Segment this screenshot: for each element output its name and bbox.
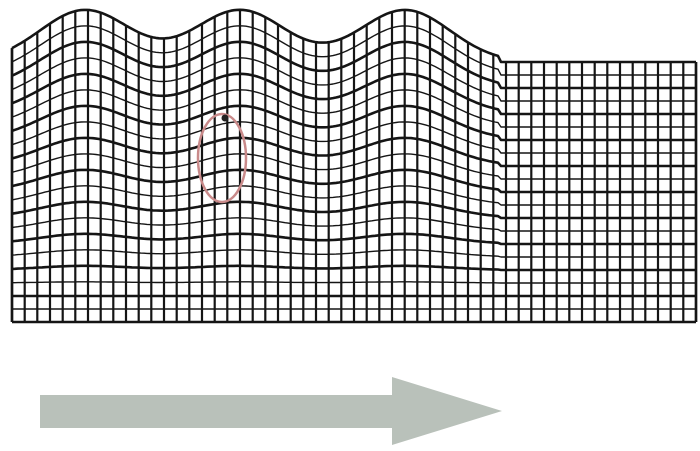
grid-horizontal-line bbox=[11, 104, 696, 142]
grid-horizontal-line bbox=[11, 168, 696, 194]
grid-horizontal-line bbox=[11, 200, 696, 220]
grid-horizontal-line bbox=[11, 264, 696, 272]
grid-horizontal-line bbox=[11, 153, 696, 180]
grid-horizontal-line bbox=[11, 232, 696, 246]
grid-horizontal-line bbox=[11, 185, 696, 206]
grid-horizontal-line bbox=[12, 281, 696, 284]
grid-horizontal-line bbox=[11, 72, 696, 116]
grid-horizontal-line bbox=[11, 136, 696, 168]
grid-horizontal-line bbox=[11, 249, 696, 258]
propagation-direction-arrow bbox=[40, 377, 502, 445]
grid-horizontal-line bbox=[11, 25, 696, 76]
deformed-grid-block bbox=[10, 8, 698, 324]
grid-horizontal-line bbox=[11, 217, 696, 232]
grid-horizontal-line bbox=[11, 57, 696, 102]
grid-horizontal-line bbox=[11, 121, 696, 154]
grid-horizontal-line bbox=[11, 89, 696, 128]
grid-horizontal-line bbox=[11, 40, 696, 90]
grid-horizontal-line bbox=[11, 8, 696, 64]
particle-motion-ellipse bbox=[196, 112, 248, 204]
particle-dot bbox=[221, 114, 229, 122]
